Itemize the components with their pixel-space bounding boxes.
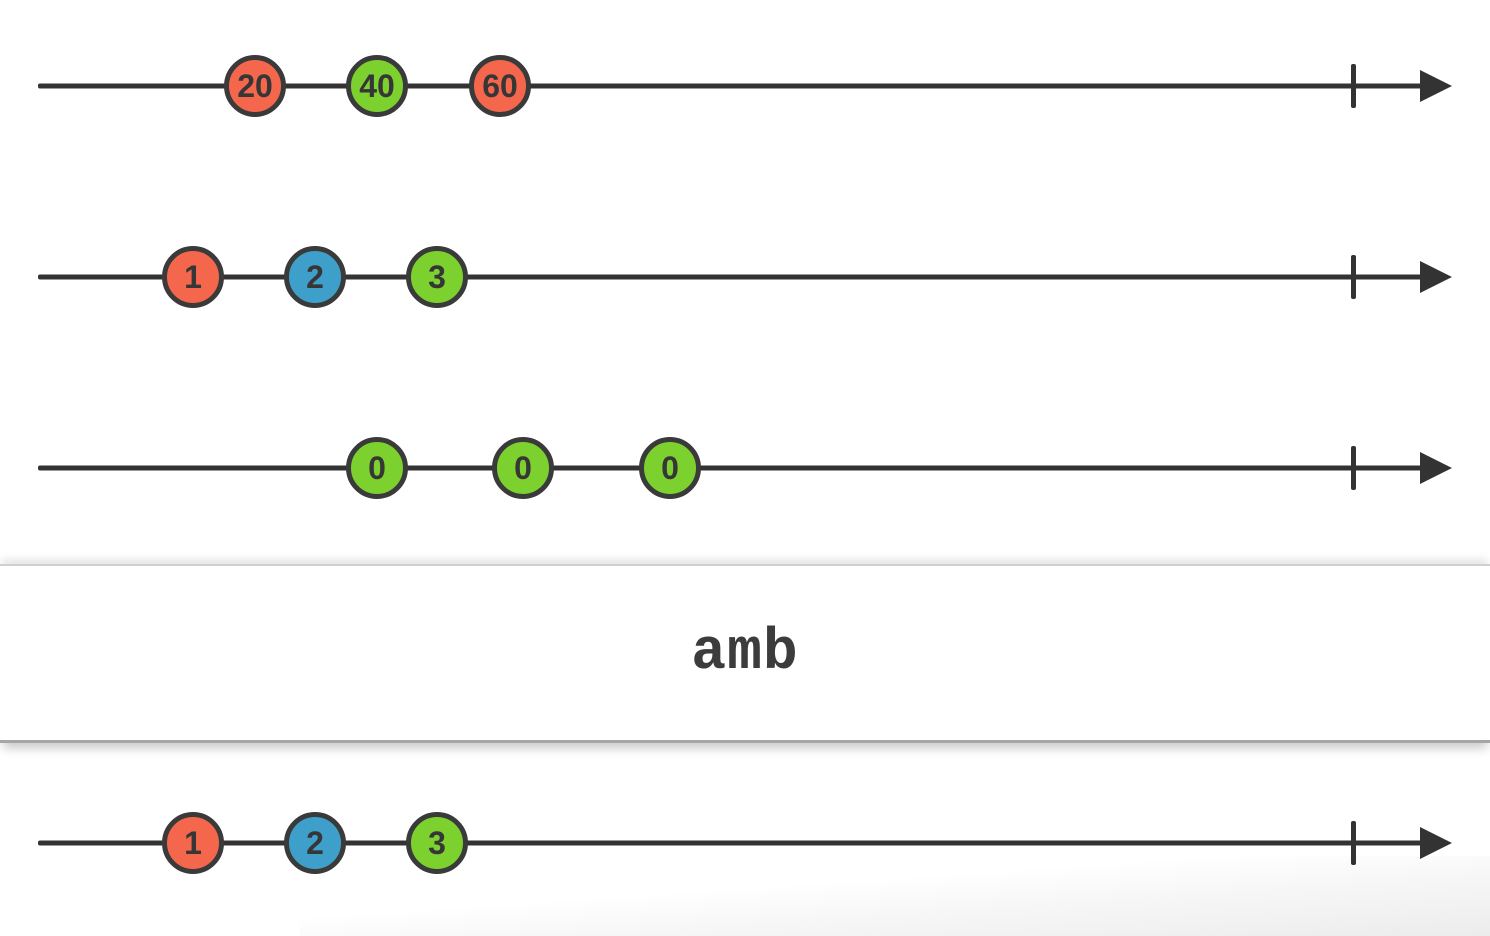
marble-label: 3 — [428, 825, 446, 861]
complete-marker[interactable] — [1351, 64, 1356, 108]
marble-label: 0 — [661, 450, 679, 486]
marble-label: 2 — [306, 825, 324, 861]
marble-label: 2 — [306, 259, 324, 295]
marble-label: 40 — [359, 68, 395, 104]
background-sheen — [300, 856, 1490, 936]
arrowhead-icon — [1420, 70, 1452, 102]
complete-marker[interactable] — [1351, 446, 1356, 490]
marble: 3 — [406, 812, 468, 874]
marble[interactable]: 20 — [224, 55, 286, 117]
timeline-line — [38, 274, 1428, 280]
marble: 1 — [162, 812, 224, 874]
marble[interactable]: 40 — [346, 55, 408, 117]
timeline-line — [38, 83, 1428, 89]
marble-label: 0 — [368, 450, 386, 486]
operator-label: amb — [691, 620, 799, 686]
marble[interactable]: 2 — [284, 246, 346, 308]
marble[interactable]: 3 — [406, 246, 468, 308]
marble[interactable]: 0 — [492, 437, 554, 499]
operator-box: amb — [0, 564, 1490, 743]
marble-label: 20 — [237, 68, 273, 104]
timeline-line — [38, 840, 1428, 846]
marble-label: 1 — [184, 259, 202, 295]
marble[interactable]: 0 — [639, 437, 701, 499]
marble-label: 0 — [514, 450, 532, 486]
timeline-line — [38, 465, 1428, 471]
complete-marker[interactable] — [1351, 255, 1356, 299]
complete-marker — [1351, 821, 1356, 865]
marble: 2 — [284, 812, 346, 874]
marble[interactable]: 60 — [469, 55, 531, 117]
marble-label: 60 — [482, 68, 518, 104]
marble[interactable]: 1 — [162, 246, 224, 308]
marble-label: 1 — [184, 825, 202, 861]
arrowhead-icon — [1420, 827, 1452, 859]
marble-label: 3 — [428, 259, 446, 295]
marble[interactable]: 0 — [346, 437, 408, 499]
arrowhead-icon — [1420, 261, 1452, 293]
arrowhead-icon — [1420, 452, 1452, 484]
